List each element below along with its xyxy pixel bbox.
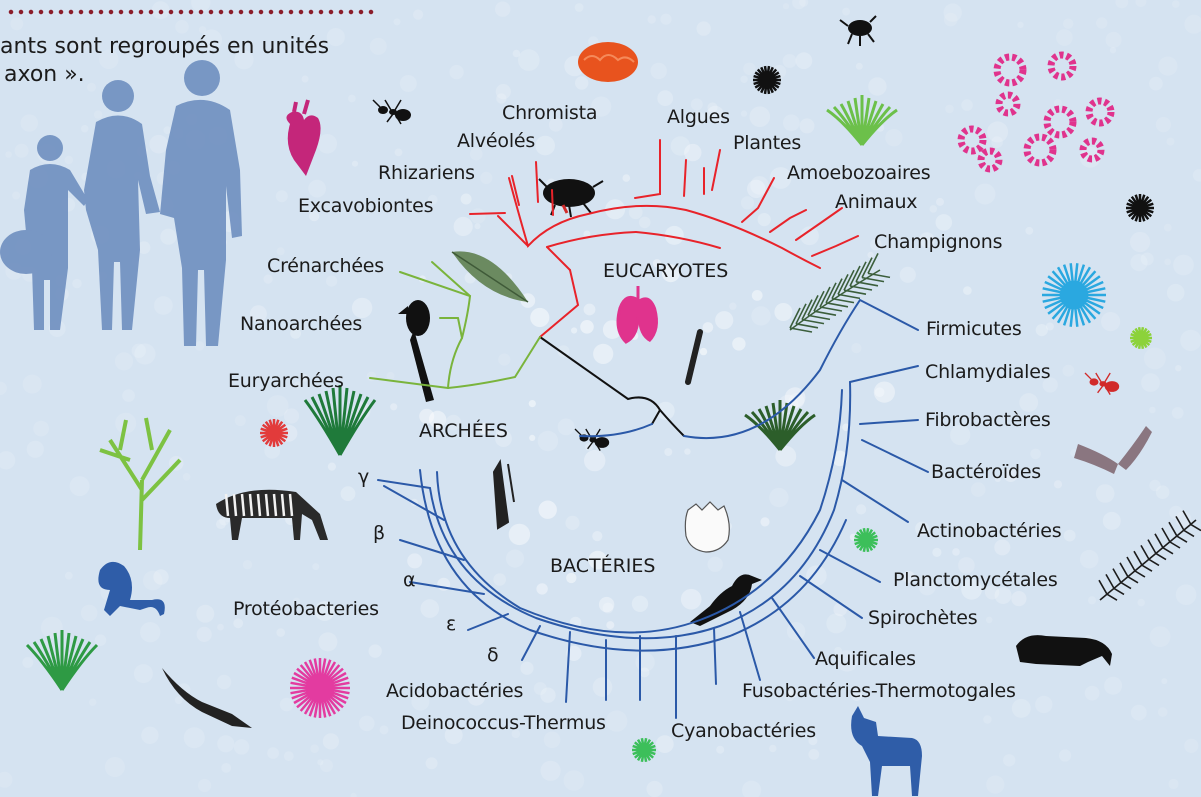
bacteries-branch (842, 366, 928, 522)
taxon-label: Nanoarchées (240, 315, 362, 334)
taxon-label: Actinobactéries (917, 522, 1061, 541)
taxon-label: Fusobactéries-Thermotogales (742, 682, 1016, 701)
group-label-archees: ARCHÉES (419, 422, 508, 441)
archees-branch (370, 337, 540, 388)
taxon-label: Fibrobactères (925, 411, 1051, 430)
taxon-label: Chlamydiales (925, 363, 1050, 382)
group-label-eucaryotes: EUCARYOTES (603, 262, 728, 281)
eucaryotes-branch (635, 140, 720, 198)
bacteries-branch (684, 300, 918, 438)
eucaryotes-branch (742, 178, 858, 256)
taxon-label: Excavobiontes (298, 197, 433, 216)
taxon-label: Rhizariens (378, 164, 475, 183)
taxon-label: Plantes (733, 134, 801, 153)
eucaryotes-branch (470, 176, 528, 246)
eucaryotes-branch (540, 270, 578, 337)
archees-branch (432, 262, 470, 296)
taxon-label: Deinococcus-Thermus (401, 714, 606, 733)
archees-branch (448, 318, 462, 388)
taxon-label: Champignons (874, 233, 1002, 252)
proteo-subgroup-delta: δ (487, 646, 498, 665)
taxon-label: Planctomycétales (893, 571, 1058, 590)
taxon-label: Amoebozoaires (787, 164, 930, 183)
eucaryotes-branch (547, 232, 720, 248)
root-branch (540, 337, 660, 424)
taxon-label: Aquificales (815, 650, 916, 669)
taxon-label: Firmicutes (926, 320, 1022, 339)
taxon-label: Acidobactéries (386, 682, 523, 701)
taxon-label: Euryarchées (228, 372, 344, 391)
proteo-subgroup-gamma: γ (358, 468, 369, 487)
taxon-label: Crénarchées (267, 257, 384, 276)
root-branch (660, 410, 684, 436)
bacteries-branch (522, 626, 676, 718)
eucaryotes-branch (547, 247, 570, 270)
taxon-label: Animaux (835, 193, 917, 212)
taxon-label: Cyanobactéries (671, 722, 816, 741)
group-label-bacteries: BACTÉRIES (550, 557, 655, 576)
proteo-subgroup-alpha: α (403, 571, 415, 590)
taxon-label: Chromista (502, 104, 597, 123)
proteo-subgroup-epsilon: ε (446, 615, 456, 634)
taxon-label: Bactéroïdes (931, 463, 1041, 482)
taxon-label: Spirochètes (868, 609, 977, 628)
taxon-label: Algues (667, 108, 730, 127)
eucaryotes-branch (536, 162, 553, 215)
proteo-subgroup-beta: β (373, 524, 385, 543)
taxon-label: Protéobacteries (233, 600, 379, 619)
taxon-label: Alvéolés (457, 132, 535, 151)
